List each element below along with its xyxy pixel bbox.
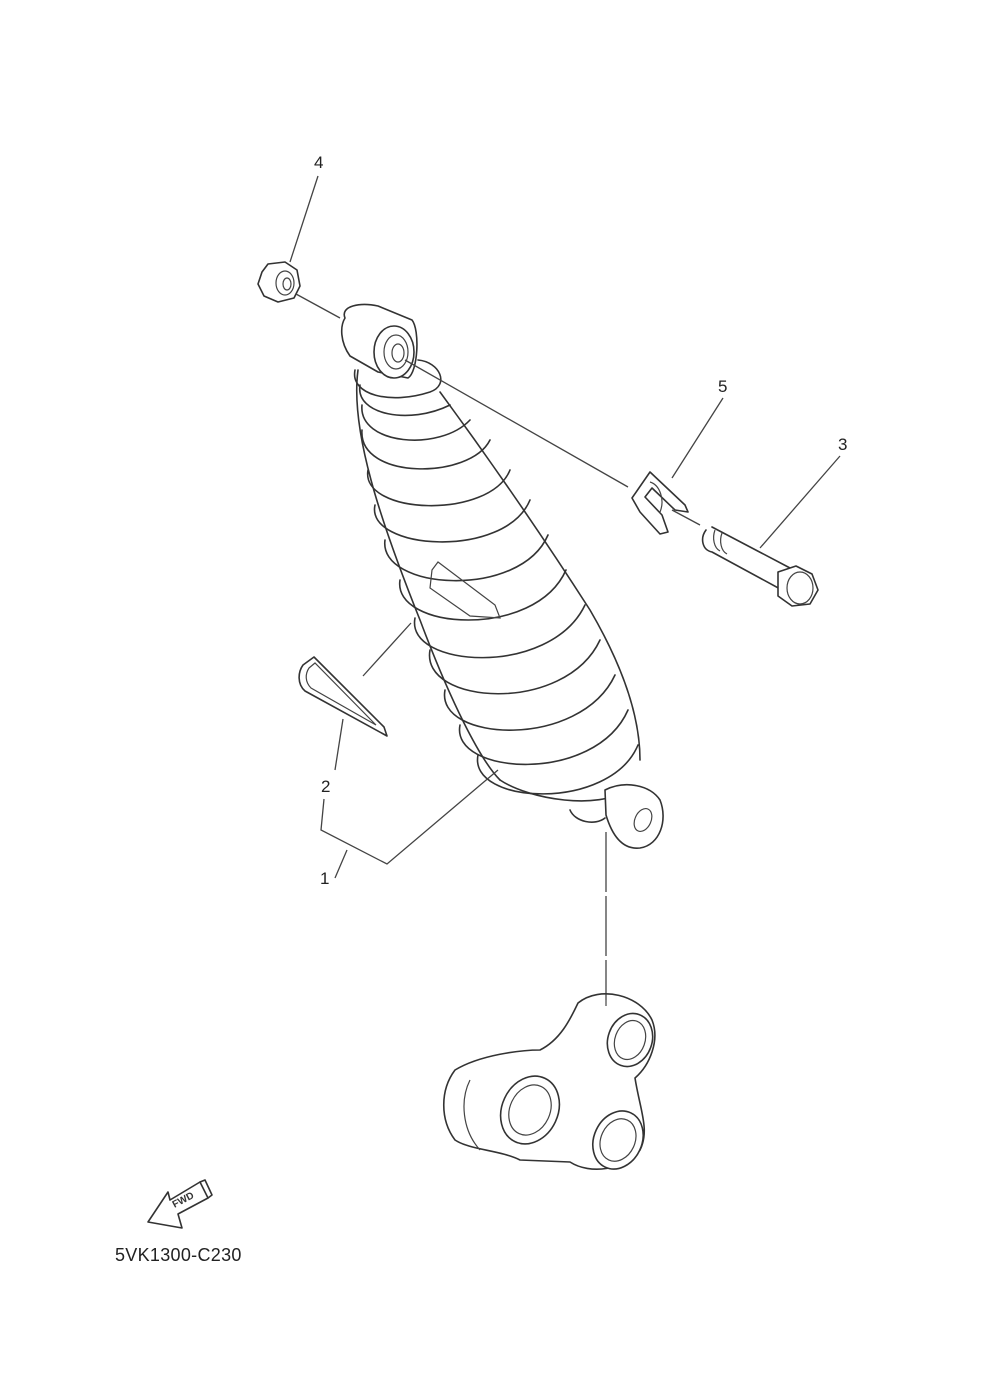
- relay-arm-link: [443, 993, 656, 1170]
- callout-1: 1: [320, 869, 330, 888]
- callout-5: 5: [718, 377, 728, 396]
- bolt-part-3: [701, 526, 819, 607]
- callout-3: 3: [838, 435, 848, 454]
- drawing-code: 5VK1300-C230: [115, 1245, 242, 1265]
- forward-direction-arrow-icon: [147, 1179, 213, 1229]
- decal-part-2: [298, 656, 388, 737]
- nut-part-4: [257, 261, 301, 303]
- clip-part-5: [631, 471, 689, 535]
- shock-absorber-part-1: [340, 303, 664, 849]
- callout-2: 2: [321, 777, 331, 796]
- callout-4: 4: [314, 153, 324, 172]
